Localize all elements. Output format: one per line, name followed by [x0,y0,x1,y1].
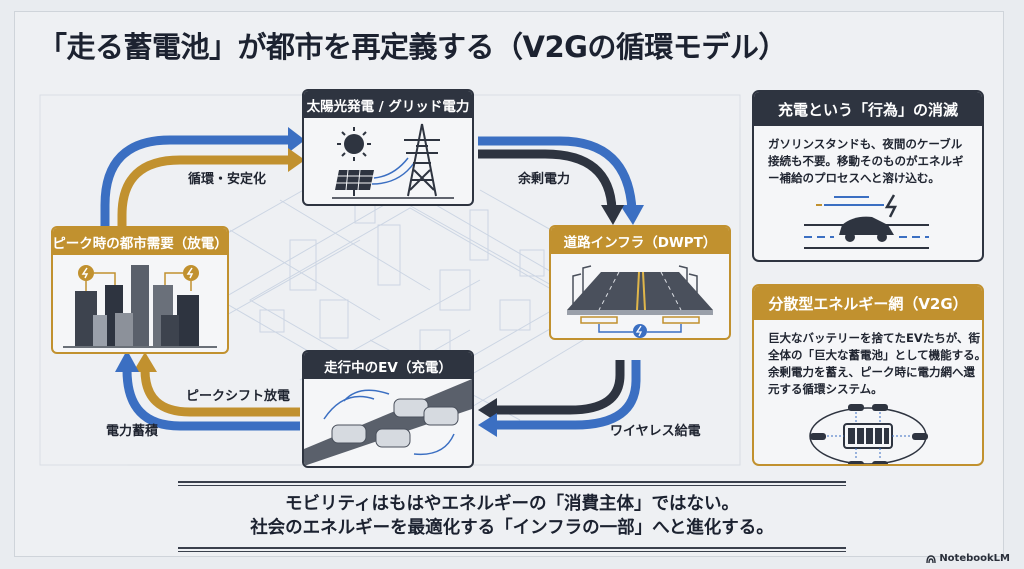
panel-text: 巨大なバッテリーを捨てたEVたちが、街 全体の「巨大な蓄電池」として機能する。 … [768,331,984,396]
flow-label-surplus: 余剰電力 [518,172,571,187]
arrow-bottom-right-dark [495,360,625,415]
arrow-head-top-left-gold [288,148,305,172]
wireless-signal-icon [323,389,455,456]
battery-network-icon [809,404,928,464]
node-road-infra: 道路インフラ（DWPT） [549,225,731,340]
node-title: ピーク時の都市需要（放電） [53,228,227,255]
panel-charging-disappears: 充電という「行為」の消滅 ガソリンスタンドも、夜間のケーブル 接続も不要。移動そ… [752,90,984,262]
arrow-bottom-left-blue [122,369,300,431]
conclusion-banner: モビリティはもはやエネルギーの「消費主体」ではない。 社会のエネルギーを最適化す… [178,481,846,552]
arrow-top-left-blue [100,135,290,228]
arrow-head-bottom-left-gold [133,352,157,372]
arrow-top-right-blue [478,136,637,211]
wireless-charge-icon [633,324,647,338]
arrow-top-left-gold [117,155,290,228]
notebooklm-logo-icon [926,554,937,563]
node-title: 道路インフラ（DWPT） [551,227,729,254]
road-icon [567,272,713,310]
panel-text: ガソリンスタンドも、夜間のケーブル 接続も不要。移動そのものがエネルギ ー補給の… [768,137,964,185]
ev-car-icon [331,398,459,448]
node-solar-grid: 太陽光発電 / グリッド電力 [302,89,474,206]
divider [178,481,846,486]
flow-label-wireless: ワイヤレス給電 [610,424,701,439]
node-title: 走行中のEV（充電） [304,352,472,379]
lightning-icon [78,265,199,291]
brand-watermark: NotebookLM [926,553,1010,564]
arrow-head-top-right-blue [620,205,644,225]
panel-distributed-energy: 分散型エネルギー網（V2G） 巨大なバッテリーを捨てたEVたちが、街 全体の「巨… [752,284,984,466]
city-buildings-icon [75,265,199,346]
solar-grid-illustration [332,123,454,199]
road-infra-illustration [567,265,713,338]
panel-title: 分散型エネルギー網（V2G） [754,286,982,320]
arrow-head-top-right-dark [601,205,624,225]
sun-icon [337,127,371,161]
flow-label-stabilize: 循環・安定化 [188,172,267,187]
arrow-bottom-left-gold [140,369,300,417]
arrow-bottom-right-blue [495,360,641,430]
flow-label-storage: 電力蓄積 [106,424,159,439]
node-ev-charging: 走行中のEV（充電） [302,350,474,468]
power-tower-icon [404,123,440,197]
page-title: 「走る蓄電池」が都市を再定義する（V2Gの循環モデル） [38,30,787,64]
city-illustration [63,265,217,348]
arrow-head-bottom-left-blue [115,350,139,372]
node-title: 太陽光発電 / グリッド電力 [304,91,472,118]
street-light-icon [572,265,698,304]
arrow-head-top-left-blue [288,127,305,153]
conclusion-text: モビリティはもはやエネルギーの「消費主体」ではない。 社会のエネルギーを最適化す… [250,494,774,538]
ev-road-illustration [304,379,472,466]
arrow-head-bottom-right-blue [478,413,497,437]
arrow-top-right-dark [478,149,617,211]
moving-car-charging-icon [804,194,929,249]
solar-panel-icon [335,169,374,196]
panel-title: 充電という「行為」の消滅 [754,92,982,126]
ev-car-icon [810,404,928,464]
divider [178,547,846,552]
flow-label-peakshift: ピークシフト放電 [186,389,291,404]
node-city-demand: ピーク時の都市需要（放電） [51,226,229,354]
